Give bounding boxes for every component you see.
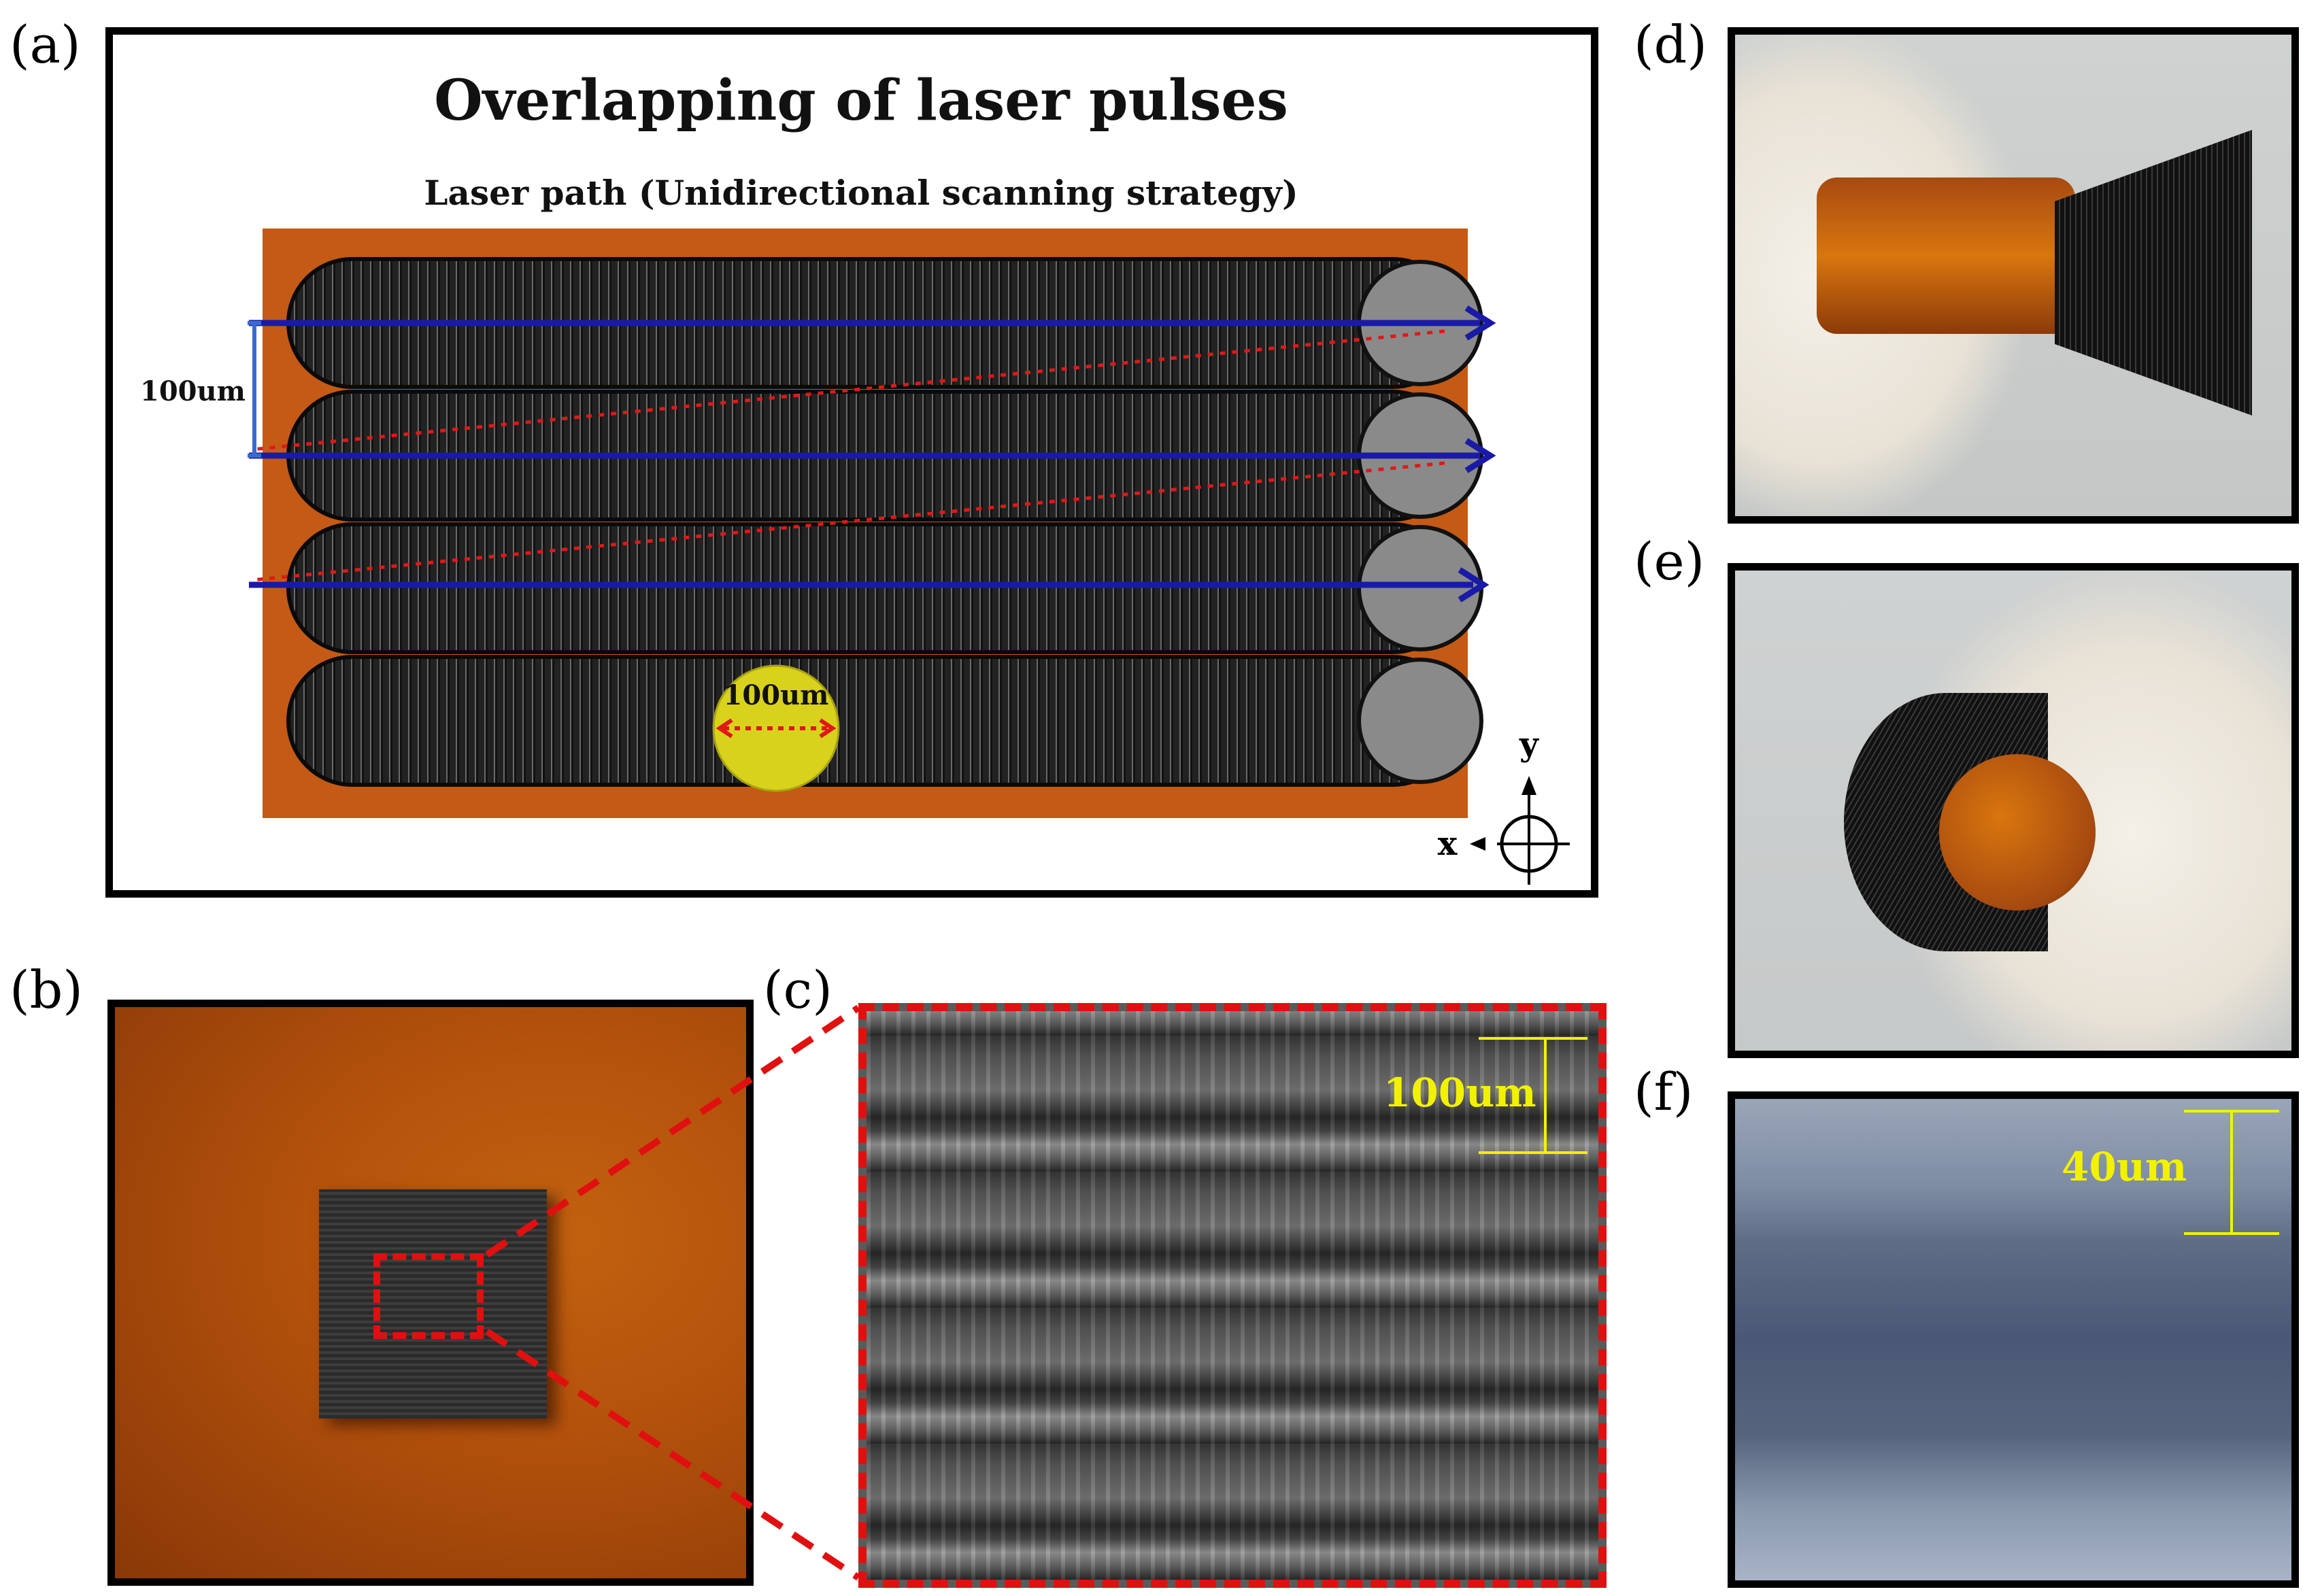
return-paths [252, 329, 1445, 582]
sem-ridges [867, 1011, 1598, 1580]
scan-row-4 [286, 655, 1483, 787]
laser-patterned-area [319, 1189, 547, 1419]
micrograph-scale-bar: 40um [2062, 1110, 2279, 1235]
kapton-strip [1817, 177, 2075, 334]
scan-arrows [249, 305, 1496, 602]
sem-scale-label: 100um [1383, 1070, 1536, 1116]
cross-section [1735, 1099, 2291, 1580]
panel-label-a: (a) [10, 14, 81, 75]
sem-texture [867, 1011, 1598, 1580]
row-spacing-label: 100um [140, 375, 246, 407]
y-arrow-icon [1522, 776, 1536, 795]
row-spacing-indicator: 100um [140, 321, 261, 458]
kapton-disc [1939, 754, 2096, 911]
panel-b-photo [107, 1000, 754, 1586]
panel-a-schematic: Overlapping of laser pulses Laser path (… [105, 27, 1598, 898]
panel-d-photo [1728, 27, 2299, 524]
zoom-region-box [373, 1253, 484, 1339]
scan-row-3 [286, 522, 1483, 654]
spot-diameter-label: 100um [724, 679, 829, 711]
panel-f-micrograph: 40um [1728, 1091, 2299, 1588]
axes-icon: y x [1438, 726, 1570, 885]
panel-label-b: (b) [10, 960, 83, 1020]
diagram-title: Overlapping of laser pulses [434, 68, 1288, 133]
laser-spot: 100um [712, 664, 840, 792]
panel-label-f: (f) [1634, 1062, 1694, 1122]
axis-y-label: y [1519, 726, 1540, 764]
panel-e-photo [1728, 563, 2299, 1058]
axis-x-label: x [1438, 825, 1458, 863]
x-arrow-icon [1470, 837, 1485, 851]
sem-scale-bar: 100um [1383, 1037, 1587, 1154]
panel-label-e: (e) [1634, 531, 1705, 592]
panel-label-c: (c) [763, 960, 833, 1020]
pulse-end-4 [1357, 658, 1483, 784]
scan-rows [286, 257, 1483, 787]
panel-c-sem: 100um [858, 1003, 1607, 1588]
panel-label-d: (d) [1634, 14, 1707, 75]
micrograph-scale-label: 40um [2062, 1144, 2187, 1190]
diagram-subtitle: Laser path (Unidirectional scanning stra… [424, 173, 1298, 213]
